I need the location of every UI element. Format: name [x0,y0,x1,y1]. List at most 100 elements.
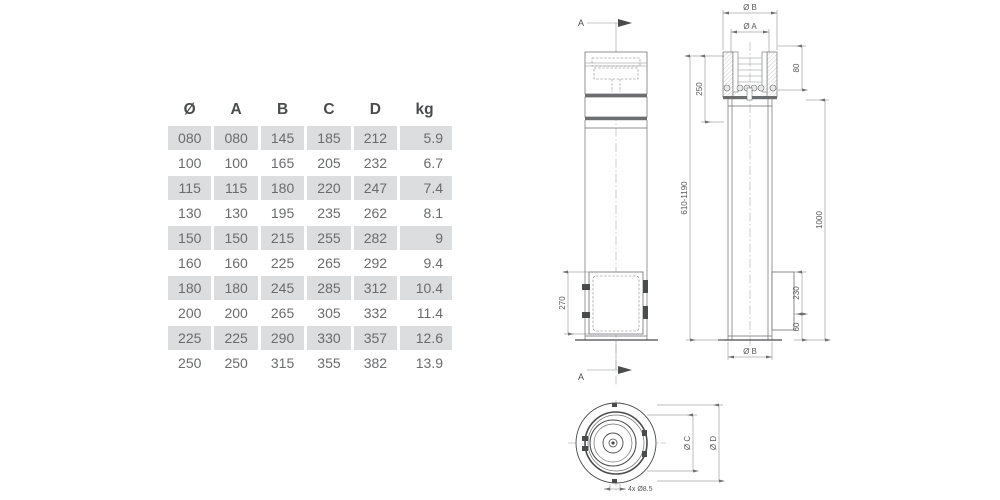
dim-label-270: 270 [558,296,567,310]
table-row: 225 225 290 330 357 12.6 [168,326,452,350]
collar-seal-row [723,84,777,92]
dim-base-60: 60 [792,312,808,342]
cell-diameter: 250 [178,355,202,371]
cell-weight: 12.6 [400,326,452,350]
cell-d: 212 [353,126,398,150]
table-row: 200 200 265 305 332 11.4 [168,301,452,325]
technical-drawing: A [500,0,1000,500]
cell-diameter: 115 [168,176,212,200]
cell-b: 195 [270,205,295,221]
cell-d: 312 [353,276,398,300]
cell-b: 225 [270,255,295,271]
table-row: 150 150 215 255 282 9 [168,226,452,250]
dim-label-diameter-c: Ø C [683,436,692,450]
table-row: 250 250 315 355 382 13.9 [168,351,452,375]
cell-a: 160 [224,255,248,271]
table-row: 160 160 225 265 292 9.4 [168,251,452,275]
dim-label-diameter-a-top: Ø A [743,22,757,31]
dim-diameter-b-top: Ø B [722,3,778,50]
cell-d: 382 [363,355,388,371]
column-header-c: C [323,101,335,118]
dimension-table: Ø A B C D kg 080 080 145 185 212 5.9 100… [165,98,455,376]
side-view-inspection-door [582,271,648,335]
dim-label-60: 60 [792,322,801,331]
section-center-dot [611,441,615,445]
side-view-band-lower [585,117,647,121]
cell-b: 265 [270,305,295,321]
cell-weight: 13.9 [415,355,443,371]
front-view-top-collar [722,51,778,101]
side-view-body [584,120,648,340]
cell-b: 145 [260,126,305,150]
cell-d: 232 [363,155,388,171]
cell-a: 250 [224,355,248,371]
front-view: Ø B Ø A [680,3,831,360]
dim-label-80: 80 [792,63,801,72]
cell-a: 130 [224,205,248,221]
cell-b: 180 [260,176,305,200]
cell-weight: 11.4 [416,305,443,321]
cell-weight: 10.4 [400,276,452,300]
cell-c: 235 [317,205,341,221]
dim-total-range: 610-1190 [680,54,724,342]
column-header-diameter: Ø [183,101,196,118]
table-row: 100 100 165 205 232 6.7 [168,151,452,175]
cell-c: 255 [307,226,351,250]
cell-b: 290 [260,326,305,350]
dim-diameter-d: Ø D [657,403,725,483]
table-header-row: Ø A B C D kg [168,99,452,125]
dim-label-diameter-b-top: Ø B [743,3,757,12]
cell-c: 220 [307,176,351,200]
cell-b: 245 [260,276,305,300]
cell-diameter: 080 [168,126,212,150]
table-row: 180 180 245 285 312 10.4 [168,276,452,300]
cell-b: 215 [260,226,305,250]
cell-a: 200 [224,305,248,321]
cell-d: 247 [353,176,398,200]
column-header-d: D [369,101,381,118]
section-mark-top: A [578,18,632,52]
dim-label-1000: 1000 [815,211,824,229]
cell-diameter: 180 [168,276,212,300]
cell-weight: 5.9 [400,126,452,150]
dim-overall-1000: 1000 [806,98,831,342]
section-mark-bottom: A [578,340,632,382]
cell-weight: 9.4 [423,255,443,271]
cell-weight: 7.4 [400,176,452,200]
dim-label-diameter-b-bottom: Ø B [743,347,757,356]
note-bolt-holes: 4x Ø8.5 [604,484,653,493]
cell-a: 115 [214,176,258,200]
cell-diameter: 100 [178,155,202,171]
dimension-table-container: Ø A B C D kg 080 080 145 185 212 5.9 100… [165,98,455,376]
column-header-b: B [276,101,289,118]
cell-weight: 6.7 [423,155,443,171]
dim-diameter-b-bottom: Ø B [727,342,773,360]
dim-diameter-a-top: Ø A [730,22,770,52]
cell-a: 150 [214,226,258,250]
cell-d: 332 [363,305,388,321]
cell-diameter: 130 [178,205,202,221]
cell-weight: 9 [400,226,452,250]
cell-d: 262 [363,205,388,221]
cell-weight: 8.1 [423,205,443,221]
table-row: 115 115 180 220 247 7.4 [168,176,452,200]
column-header-a: A [230,101,242,118]
cell-a: 100 [224,155,248,171]
note-label-holes: 4x Ø8.5 [628,486,653,493]
dim-label-230: 230 [792,286,801,300]
cell-b: 165 [270,155,295,171]
side-view-top-collar [584,51,648,95]
dim-door-height-side: 270 [558,270,590,336]
dim-label-250: 250 [695,82,704,96]
side-view: A [558,18,658,385]
cell-c: 265 [317,255,341,271]
cell-d: 292 [363,255,388,271]
cell-c: 205 [317,155,341,171]
section-label-top: A [578,18,584,28]
cell-diameter: 225 [168,326,212,350]
front-view-door-bracket [771,271,795,331]
side-view-band-upper [585,94,647,98]
cell-a: 225 [214,326,258,350]
cell-c: 305 [317,305,341,321]
cell-c: 330 [307,326,351,350]
